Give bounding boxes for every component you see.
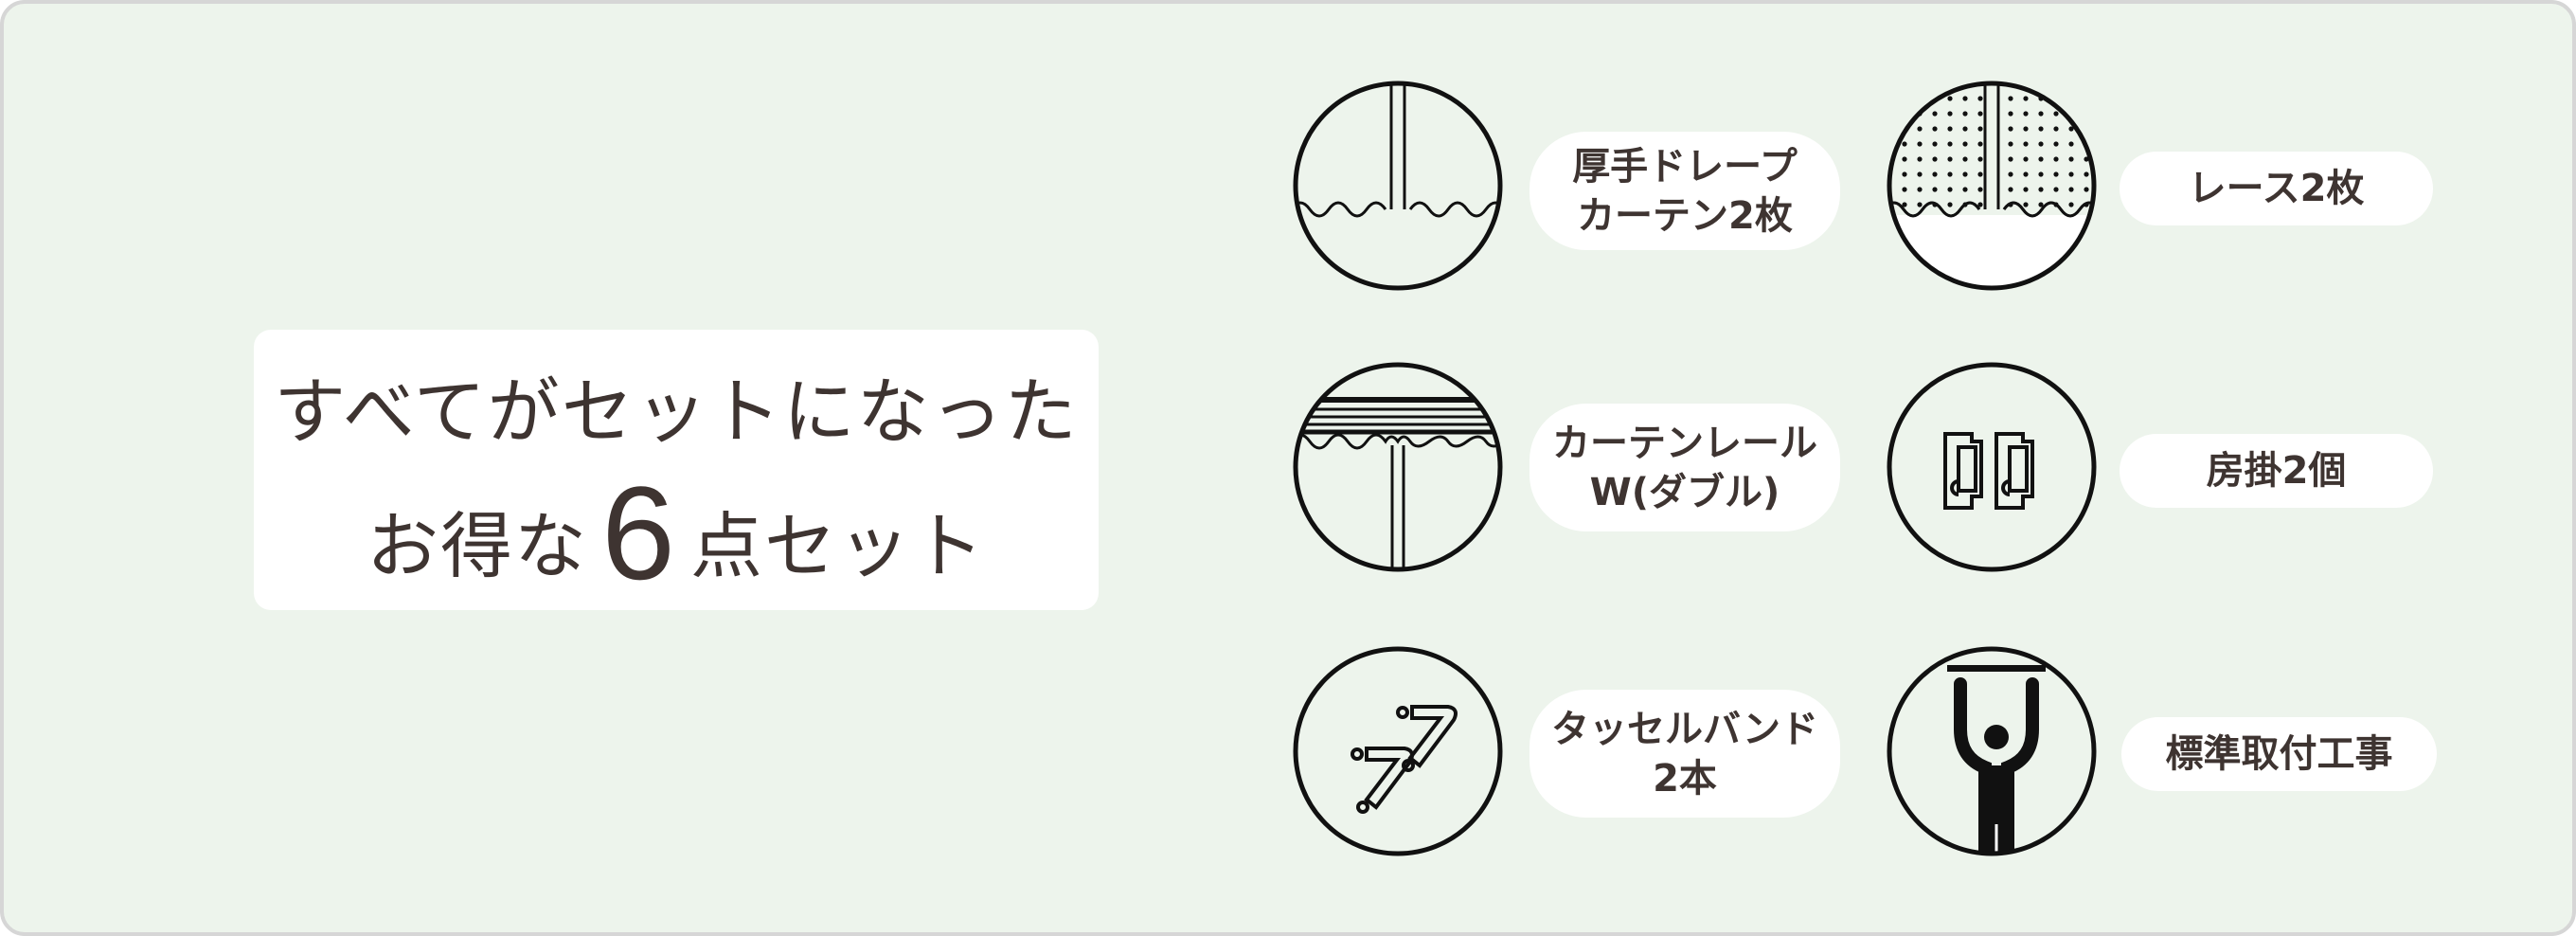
item-drape-curtain: 厚手ドレープカーテン2枚 — [1530, 132, 1840, 250]
item-label: タッセルバンド — [1551, 707, 1818, 751]
item-label: カーテン2枚 — [1577, 193, 1793, 238]
lace-curtain-icon — [1885, 79, 2099, 293]
item-installation: 標準取付工事 — [2121, 717, 2437, 791]
installation-icon — [1885, 644, 2099, 858]
item-label: カーテンレール — [1552, 421, 1817, 465]
headline-number: 6 — [601, 459, 677, 607]
item-label: 房掛2個 — [2206, 449, 2347, 493]
drape-curtain-icon — [1291, 79, 1505, 293]
item-label: 厚手ドレープ — [1572, 144, 1798, 189]
item-curtain-rail: カーテンレール W(ダブル) — [1530, 404, 1840, 531]
headline-suffix: 点セット — [689, 504, 986, 588]
item-label: 標準取付工事 — [2165, 732, 2393, 776]
item-tieback-hook: 房掛2個 — [2120, 434, 2433, 508]
headline-line1: すべてがセットになった — [274, 369, 1079, 454]
item-label: 2本 — [1653, 756, 1717, 801]
item-lace-curtain: レース2枚 — [2120, 152, 2433, 225]
item-tassel-band: タッセルバンド 2本 — [1530, 690, 1840, 818]
tieback-hook-icon — [1885, 360, 2099, 574]
headline-prefix: お得な — [367, 504, 589, 588]
tassel-band-icon — [1291, 644, 1505, 858]
item-label: レース2枚 — [2188, 167, 2365, 210]
item-label: W(ダブル) — [1589, 470, 1780, 514]
curtain-rail-icon — [1291, 360, 1505, 574]
